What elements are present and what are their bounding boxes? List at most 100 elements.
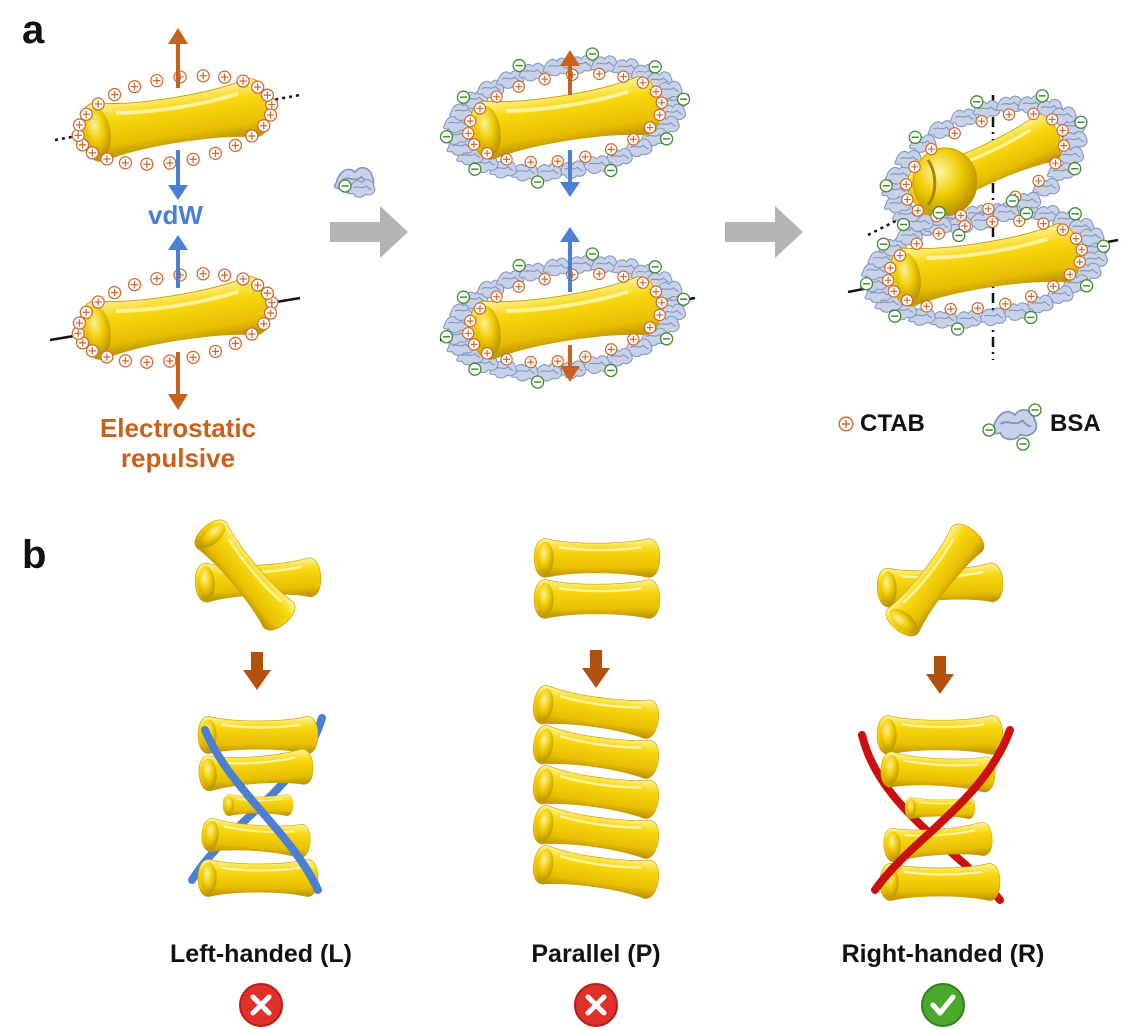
ctab-plus-charge <box>464 114 477 128</box>
ctab-plus-charge <box>617 270 630 283</box>
bsa-minus-charge <box>859 277 874 291</box>
ctab-plus-charge <box>245 129 259 143</box>
ctab-plus-charge <box>524 155 537 169</box>
bsa-minus-charge <box>1068 207 1082 221</box>
ctab-plus-charge <box>500 353 513 366</box>
bsa-minus-charge <box>512 58 526 73</box>
bsa-minus-charge <box>456 290 471 304</box>
ctab-plus-charge <box>538 272 551 286</box>
ctab-plus-charge <box>908 160 921 174</box>
ctab-plus-charge <box>150 74 164 88</box>
ctab-plus-charge <box>932 227 946 240</box>
ctab-plus-charge <box>524 355 537 369</box>
b-left-helix-stack <box>188 714 326 898</box>
ctab-plus-charge <box>1037 217 1050 230</box>
ctab-plus-charge <box>954 209 968 222</box>
ctab-plus-charge <box>257 119 271 133</box>
ctab-plus-charge <box>1049 156 1062 170</box>
ctab-plus-charge <box>464 314 477 328</box>
ctab-plus-charge <box>91 295 105 309</box>
ctab-plus-charge <box>653 308 666 322</box>
ctab-plus-charge <box>100 152 114 166</box>
ctab-plus-charge <box>593 67 606 81</box>
ctab-plus-charge <box>79 107 93 121</box>
ctab-plus-charge <box>140 157 154 171</box>
ctab-plus-charge <box>72 118 87 132</box>
ctab-plus-charge <box>617 70 630 83</box>
bsa-minus-charge <box>439 330 454 344</box>
a1-bottom-rod <box>77 274 274 362</box>
ctab-plus-charge <box>579 350 592 364</box>
ctab-plus-charge <box>100 350 114 364</box>
bsa-minus-charge <box>950 322 965 336</box>
bsa-minus-charge <box>932 205 946 220</box>
bsa-minus-charge <box>970 95 984 109</box>
ctab-plus-charge <box>636 276 650 289</box>
ctab-plus-charge <box>217 268 232 282</box>
bsa-minus-charge <box>648 260 662 274</box>
legend-ctab-label: CTAB <box>860 410 925 437</box>
ctab-plus-charge <box>1047 280 1060 293</box>
ctab-plus-charge <box>893 249 907 262</box>
bsa-minus-charge <box>1067 161 1082 176</box>
ctab-plus-charge <box>1057 139 1071 152</box>
ctab-plus-charge <box>163 156 177 170</box>
a3-top-rod-cap <box>912 147 978 217</box>
b-middle-down-arrow <box>582 650 610 688</box>
b-left-crossed-pair <box>188 512 324 638</box>
a2-vdw-arrows <box>560 150 580 292</box>
ctab-plus-charge <box>196 267 210 281</box>
ctab-plus-charge <box>490 290 503 303</box>
ctab-plus-charge <box>173 268 187 282</box>
gray-arrow-2 <box>725 206 803 258</box>
ctab-plus-charge <box>263 108 278 122</box>
ctab-plus-charge <box>251 278 265 292</box>
ctab-plus-charge <box>649 285 663 298</box>
bsa-molecule-icon <box>333 166 376 198</box>
bsa-minus-charge <box>468 362 482 376</box>
bsa-protein <box>949 108 978 128</box>
legend-bsa-symbol <box>982 403 1042 451</box>
ctab-plus-charge <box>228 336 243 351</box>
ctab-plus-charge <box>593 267 606 281</box>
ctab-plus-charge <box>925 142 938 156</box>
ctab-plus-charge <box>653 108 666 122</box>
b-middle-parallel-pair <box>532 537 662 620</box>
ctab-plus-charge <box>900 294 914 307</box>
ctab-plus-charge <box>881 274 895 287</box>
ctab-plus-charge <box>260 88 275 102</box>
ctab-plus-charge <box>461 327 475 340</box>
ctab-plus-charge <box>79 305 93 319</box>
ctab-plus-charge <box>512 280 526 293</box>
ctab-plus-charge <box>196 69 210 83</box>
bsa-minus-charge <box>1074 115 1088 130</box>
bsa-minus-charge <box>676 292 691 306</box>
bsa-minus-charge <box>952 228 966 243</box>
a1-vdw-arrows <box>168 150 188 288</box>
ctab-plus-charge <box>127 80 142 94</box>
a1-repulsion-arrow-up <box>168 28 188 88</box>
ctab-plus-charge <box>257 317 271 331</box>
ctab-plus-charge <box>911 204 925 217</box>
ctab-plus-charge <box>920 300 933 313</box>
bsa-minus-charge <box>585 247 600 261</box>
bsa-minus-charge <box>1005 194 1020 208</box>
ctab-plus-charge <box>655 96 669 109</box>
stacked-rod <box>878 862 1002 902</box>
caption-left-handed: Left-handed (L) <box>170 940 352 968</box>
bsa-minus-charge <box>896 217 911 232</box>
ctab-plus-charge <box>604 143 618 156</box>
bsa-minus-charge <box>604 163 618 178</box>
bsa-minus-charge <box>512 258 526 273</box>
ctab-plus-charge <box>118 354 133 368</box>
ctab-plus-charge <box>467 338 481 351</box>
right-helix-front <box>871 726 1014 894</box>
legend-ctab-symbol <box>838 416 854 432</box>
ctab-plus-charge <box>72 316 87 330</box>
ctab-plus-charge <box>1032 174 1045 188</box>
ctab-plus-charge <box>118 156 133 170</box>
cross-icon <box>574 983 618 1027</box>
ctab-plus-charge <box>85 146 99 160</box>
b-middle-parallel-stack <box>529 682 663 902</box>
